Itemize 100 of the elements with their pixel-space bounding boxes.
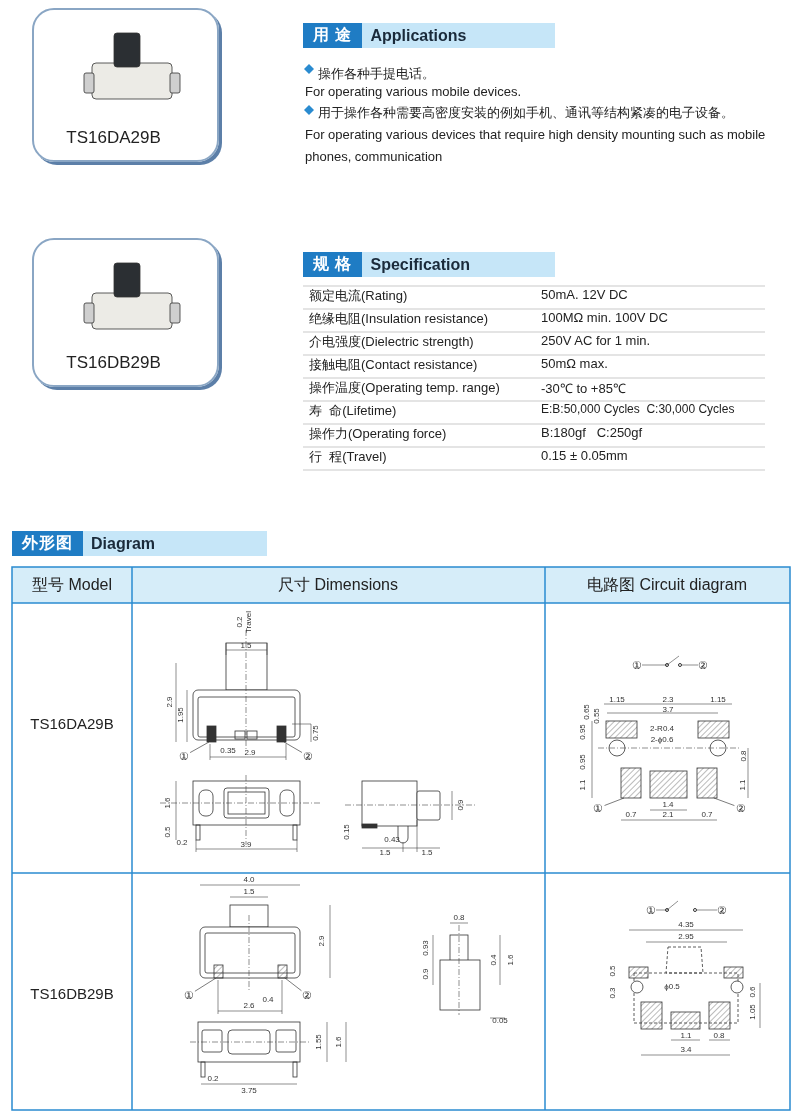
model-name: TS16DB29B	[30, 985, 114, 1001]
dimension-value: 2.1	[662, 811, 674, 819]
spec-value: -30℃ to +85℃	[541, 380, 626, 397]
dimension-value: 3.4	[680, 1046, 692, 1054]
dimension-value: 0.35	[220, 747, 236, 755]
dimension-value: 3.75	[241, 1087, 257, 1095]
callout-number: ②	[303, 750, 313, 762]
spec-name: 额定电流(Rating)	[309, 287, 408, 305]
dimension-value: 0.6	[749, 986, 757, 998]
dimension-value: 0.7	[701, 811, 713, 819]
dimension-value: 0.2	[176, 839, 188, 847]
dimension-value: 2.6	[243, 1002, 255, 1010]
section-header-band	[303, 23, 555, 48]
model-caption: TS16DA29B	[66, 128, 161, 148]
dimension-value: 0.9	[457, 799, 465, 811]
section-header-band	[303, 252, 555, 277]
dimension-value: 1.5	[243, 888, 255, 896]
dimension-value: 2.3	[662, 696, 674, 704]
spec-value: 100MΩ min. 100V DC	[541, 310, 668, 325]
column-header: 尺寸 Dimensions	[278, 577, 398, 593]
dimension-value: 0.9	[422, 968, 430, 980]
dimension-value: 0.65	[583, 704, 591, 720]
column-header: 型号 Model	[32, 577, 112, 593]
dimension-value: 1.6	[164, 797, 172, 809]
dimension-value: 0.55	[593, 708, 601, 724]
dimension-value: 3.9	[240, 841, 252, 849]
dimension-value: 0.75	[312, 725, 320, 741]
dimension-value: 0.5	[164, 826, 172, 838]
dimension-value: 0.4	[490, 954, 498, 966]
spec-name: 绝缘电阻(Insulation resistance)	[309, 310, 489, 328]
leader-line	[283, 741, 303, 753]
dimension-value: 1.1	[680, 1032, 692, 1040]
dimension-value: 0.8	[740, 750, 748, 762]
spec-name: 操作温度(Operating temp. range)	[309, 379, 500, 397]
description-text: 用于操作各种需要高密度安装的例如手机、通讯等结构紧凑的电子设备。	[318, 104, 735, 122]
spec-name: 行 程(Travel)	[309, 448, 387, 466]
dimension-value: 1.15	[609, 696, 625, 704]
section-tab: 规 格	[303, 252, 363, 277]
description-text: For operating various devices that require high density mounting such as mobile phones, communication	[305, 126, 767, 166]
terminal-pad	[696, 767, 718, 799]
dimension-value: 1.5	[240, 642, 252, 650]
dimension-value: 2.9	[166, 696, 174, 708]
dimension-value: 1.95	[177, 707, 185, 723]
dimension-value: 0.8	[453, 914, 465, 922]
dimension-value: ϕ0.5	[664, 983, 680, 991]
dimension-value: 1.5	[421, 849, 433, 857]
dimension-value: 1.6	[507, 954, 515, 966]
dimension-value: 0.05	[492, 1017, 508, 1025]
leader-line	[284, 977, 302, 992]
terminal-number: ②	[698, 659, 708, 671]
callout-number: ①	[179, 750, 189, 762]
dimension-value: 0.8	[713, 1032, 725, 1040]
spec-name: 操作力(Operating force)	[309, 425, 447, 443]
dimension-value: 4.0	[243, 876, 255, 884]
dimension-value: 2.95	[678, 933, 694, 941]
dimension-value: 0.2	[236, 616, 244, 628]
model-name: TS16DA29B	[30, 715, 114, 731]
dimension-value: 3.7	[662, 706, 674, 714]
dimension-value: 0.2	[207, 1075, 219, 1083]
dimension-value: 0.15	[343, 824, 351, 840]
terminal-number: ①	[632, 659, 642, 671]
dimension-value: 4.35	[678, 921, 694, 929]
terminal-number: ①	[646, 904, 656, 916]
description-text: 操作各种手提电话。	[318, 65, 436, 83]
leader-line	[194, 977, 217, 992]
spec-name: 介电强度(Dielectric strength)	[309, 333, 474, 351]
dimension-value: 0.3	[609, 987, 617, 999]
dimension-value: 1.15	[710, 696, 726, 704]
model-caption: TS16DB29B	[66, 353, 161, 373]
callout-number: ①	[593, 802, 603, 814]
dimension-value: 1.55	[315, 1034, 323, 1050]
spec-value: 250V AC for 1 min.	[541, 333, 651, 348]
section-title: Specification	[369, 255, 472, 274]
terminal-pad	[277, 964, 288, 979]
dimension-value: 1.4	[662, 801, 674, 809]
description-text: For operating various mobile devices.	[305, 83, 523, 101]
terminal-pad	[620, 767, 642, 799]
dimension-value: 2.9	[318, 935, 326, 947]
product-card	[32, 8, 219, 162]
spec-value: B:180gf C:250gf	[541, 425, 643, 440]
terminal-pad	[276, 725, 287, 743]
dimension-value: 0.93	[422, 940, 430, 956]
dimension-value: Travel	[245, 611, 253, 633]
callout-number: ②	[736, 802, 746, 814]
section-title: Applications	[369, 26, 468, 45]
section-header-band	[12, 531, 267, 556]
terminal-pad	[213, 964, 224, 979]
dimension-value: 1.1	[579, 779, 587, 791]
dimension-value: 0.95	[579, 754, 587, 770]
dimension-value: 2-ϕ0.6	[650, 736, 674, 744]
spec-name: 寿 命(Lifetime)	[309, 402, 397, 420]
spec-value: 50mA. 12V DC	[541, 287, 628, 302]
dimension-value: 2.9	[244, 749, 256, 757]
column-header: 电路图 Circuit diagram	[587, 577, 747, 593]
dimension-value: 1.5	[379, 849, 391, 857]
section-title: Diagram	[90, 534, 157, 553]
dimension-value: 1.6	[335, 1036, 343, 1048]
spec-value: E:B:50,000 Cycles C:30,000 Cycles	[541, 402, 735, 416]
dimension-value: 1.05	[749, 1004, 757, 1020]
section-tab: 外形图	[12, 531, 83, 556]
